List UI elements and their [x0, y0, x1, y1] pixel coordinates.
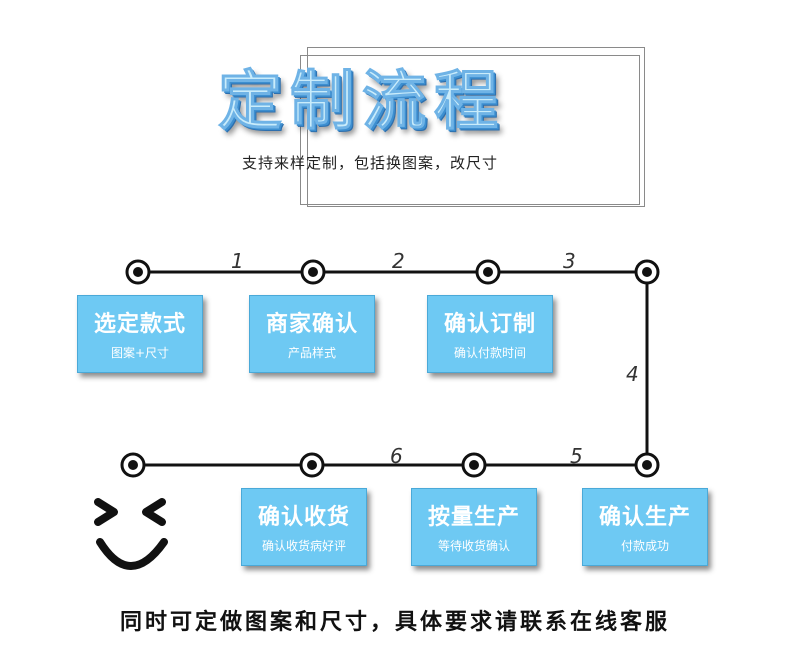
step-number-6: 6 — [390, 444, 403, 468]
page-subtitle: 支持来样定制，包括换图案，改尺寸 — [241, 154, 498, 172]
step-number-3: 3 — [563, 249, 576, 273]
step-box-confirm-production: 确认生产 付款成功 — [582, 488, 708, 566]
step-title: 按量生产 — [427, 505, 520, 530]
step-number-2: 2 — [392, 249, 405, 273]
step-title: 选定款式 — [93, 312, 186, 337]
step-box-merchant-confirm: 商家确认 产品样式 — [249, 295, 375, 373]
step-title: 确认收货 — [257, 505, 350, 530]
step-title: 确认生产 — [598, 505, 691, 530]
step-box-confirm-receipt: 确认收货 确认收货病好评 — [241, 488, 367, 566]
page-title: 定制流程 — [218, 65, 506, 139]
flow-node — [634, 259, 660, 285]
step-subtitle: 产品样式 — [287, 346, 336, 360]
step-subtitle: 图案+尺寸 — [110, 346, 170, 360]
footer-note: 同时可定做图案和尺寸，具体要求请联系在线客服 — [119, 610, 670, 635]
step-box-select-style: 选定款式 图案+尺寸 — [77, 295, 203, 373]
step-number-4: 4 — [626, 362, 639, 386]
step-subtitle: 确认付款时间 — [453, 346, 526, 360]
decorative-frame-inner — [300, 55, 640, 205]
step-title: 商家确认 — [265, 312, 358, 337]
decorative-frame-outer — [307, 47, 645, 207]
flow-node — [120, 452, 146, 478]
flow-node — [461, 452, 487, 478]
flow-node — [634, 452, 660, 478]
flow-node — [299, 452, 325, 478]
step-number-1: 1 — [231, 249, 244, 273]
step-number-5: 5 — [570, 444, 583, 468]
step-box-confirm-order: 确认订制 确认付款时间 — [427, 295, 553, 373]
step-title: 确认订制 — [443, 312, 536, 337]
step-subtitle: 确认收货病好评 — [261, 539, 346, 553]
flow-node — [300, 259, 326, 285]
flow-node — [125, 259, 151, 285]
step-subtitle: 等待收货确认 — [437, 539, 510, 553]
flow-node — [475, 259, 501, 285]
step-subtitle: 付款成功 — [620, 539, 669, 553]
step-box-mass-production: 按量生产 等待收货确认 — [411, 488, 537, 566]
smiley-face-icon — [94, 498, 168, 570]
